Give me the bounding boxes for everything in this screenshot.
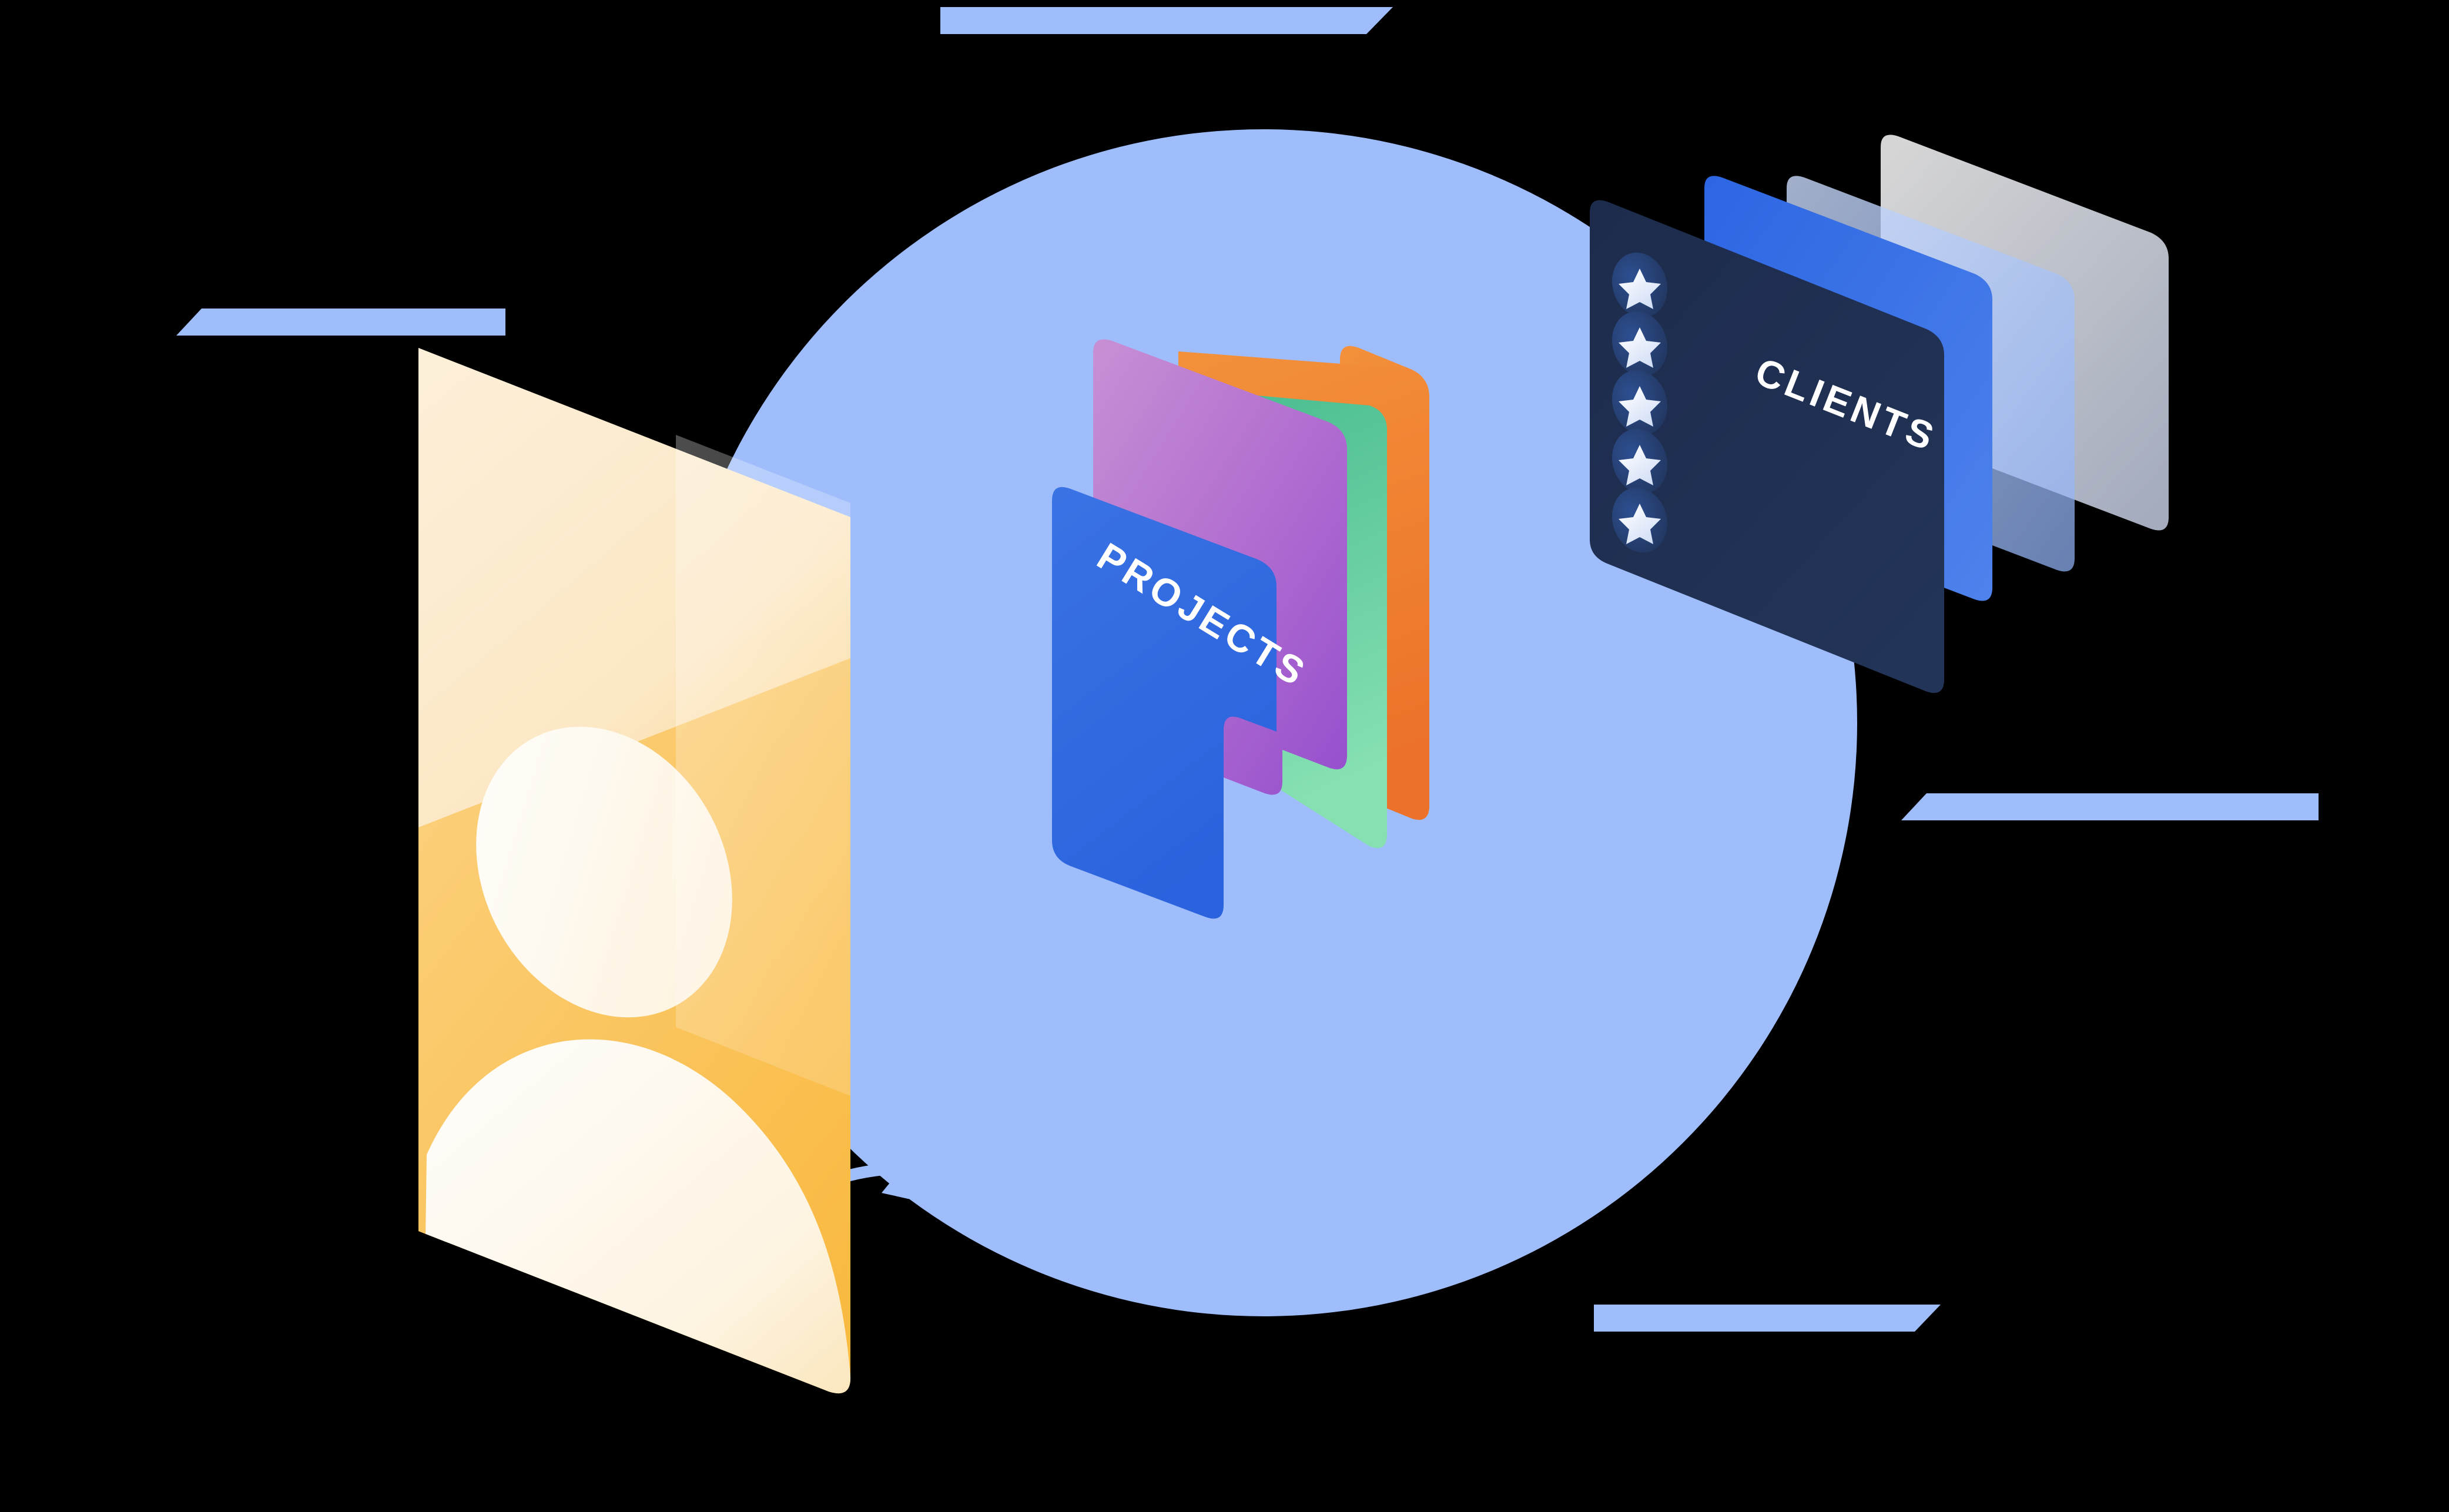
star-rating-1 [1612,252,1668,318]
star-rating-2 [1612,311,1668,377]
star-icon [1619,504,1661,544]
star-rating-4 [1612,428,1668,494]
contact-avatar-card[interactable] [418,348,852,1404]
projects-card-blue [1052,487,1277,919]
star-icon [1619,269,1661,309]
clients-card-stack[interactable]: CLIENTS [1590,135,2169,693]
star-icon [1619,327,1661,368]
star-icon [1619,386,1661,427]
clients-card-front [1590,200,1944,693]
bar-right [1901,793,2319,820]
star-rating-5 [1612,487,1668,553]
clients-star-rating [1612,252,1668,553]
star-rating-3 [1612,370,1668,435]
bar-bottom [1594,1305,1941,1332]
contact-card-glass-overlay [676,435,850,1096]
projects-card-stack[interactable]: PROJECTS [1052,339,1429,919]
star-icon [1619,445,1661,485]
avatar-head-icon [476,726,732,1018]
decorative-bars [176,7,2319,1332]
bar-top [940,7,1393,34]
bar-left [176,309,505,336]
